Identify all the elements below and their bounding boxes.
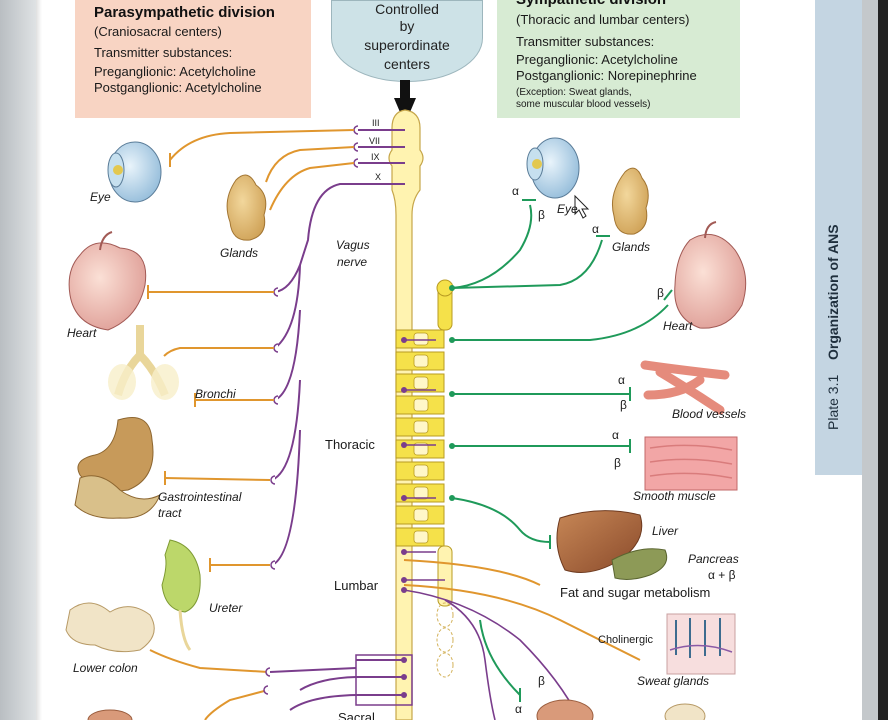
sacral-label: Sacral <box>338 710 375 720</box>
plate-topic: Organization of ANS <box>825 224 841 360</box>
liver-label: Liver <box>652 524 678 538</box>
bottom-left-organ-illustration <box>88 710 132 720</box>
bottom-right-organ-illustration <box>537 700 705 720</box>
blood-vessels-illustration <box>645 365 725 410</box>
sacral-postganglionic <box>150 650 268 720</box>
gi-tract-label-1: Gastrointestinal <box>158 490 241 504</box>
vagus-nerve-label-2: nerve <box>337 255 367 269</box>
bottom-alpha-receptor: α <box>515 702 522 716</box>
vessels-beta-receptor: β <box>620 398 627 412</box>
vessels-alpha-receptor: α <box>618 373 625 387</box>
sympathetic-postganglionic-fibers <box>452 205 668 695</box>
muscle-beta-receptor: β <box>614 456 621 470</box>
sacral-fibers <box>270 660 405 710</box>
right-glands-illustration <box>612 168 648 234</box>
chain-connectors <box>414 333 428 543</box>
bottom-beta-receptor: β <box>538 674 545 688</box>
vagus-nerve-label-1: Vagus <box>336 238 370 252</box>
blood-vessels-label: Blood vessels <box>672 407 746 421</box>
cranial-nerve-label: X <box>375 172 381 182</box>
left-stomach-illustration <box>75 418 160 519</box>
left-ureter-illustration <box>162 540 200 650</box>
left-heart-label: Heart <box>67 326 96 340</box>
muscle-alpha-receptor: α <box>612 428 619 442</box>
ureter-label: Ureter <box>209 601 242 615</box>
lower-colon-label: Lower colon <box>73 661 138 675</box>
cranial-nerve-label: IX <box>371 152 380 162</box>
left-glands-illustration <box>227 175 266 240</box>
heart-beta-receptor: β <box>657 286 664 300</box>
eye-beta-receptor: β <box>538 208 545 222</box>
right-eye-illustration <box>527 138 579 198</box>
right-eye-label: Eye <box>557 202 578 216</box>
glands-alpha-receptor: α <box>592 222 599 236</box>
lumbar-postganglionic-fiber <box>404 560 540 585</box>
pancreas-label: Pancreas <box>688 552 739 566</box>
gi-tract-label-2: tract <box>158 506 181 520</box>
lumbar-label: Lumbar <box>334 578 378 593</box>
left-colon-illustration <box>66 603 154 652</box>
left-glands-label: Glands <box>220 246 258 260</box>
pancreas-receptor-label: α + β <box>708 568 736 582</box>
right-heart-label: Heart <box>663 319 692 333</box>
cranial-ganglia <box>271 126 358 569</box>
thoracic-label: Thoracic <box>325 437 375 452</box>
parasympathetic-cranial-fibers <box>272 130 405 565</box>
left-eye-illustration <box>108 142 161 202</box>
cholinergic-label: Cholinergic <box>598 634 653 646</box>
cranial-nerve-label: VII <box>369 136 380 146</box>
eye-alpha-receptor: α <box>512 184 519 198</box>
right-glands-label: Glands <box>612 240 650 254</box>
left-bronchi-illustration <box>108 325 179 400</box>
plate-topic-text: Organization of ANS <box>825 224 841 360</box>
smooth-muscle-illustration <box>645 437 737 490</box>
smooth-muscle-label: Smooth muscle <box>633 489 716 503</box>
right-heart-illustration <box>675 222 746 328</box>
plate-number: Plate 3.1 <box>825 375 841 430</box>
fat-sugar-metabolism-label: Fat and sugar metabolism <box>560 585 710 600</box>
lower-chain-outline <box>437 603 453 677</box>
sweat-glands-label: Sweat glands <box>637 674 709 688</box>
left-heart-illustration <box>69 232 146 330</box>
cranial-nerve-label: III <box>372 118 380 128</box>
left-eye-label: Eye <box>90 190 111 204</box>
sweat-glands-illustration <box>667 614 735 674</box>
spinal-cord <box>389 110 423 720</box>
bronchi-label: Bronchi <box>195 387 236 401</box>
